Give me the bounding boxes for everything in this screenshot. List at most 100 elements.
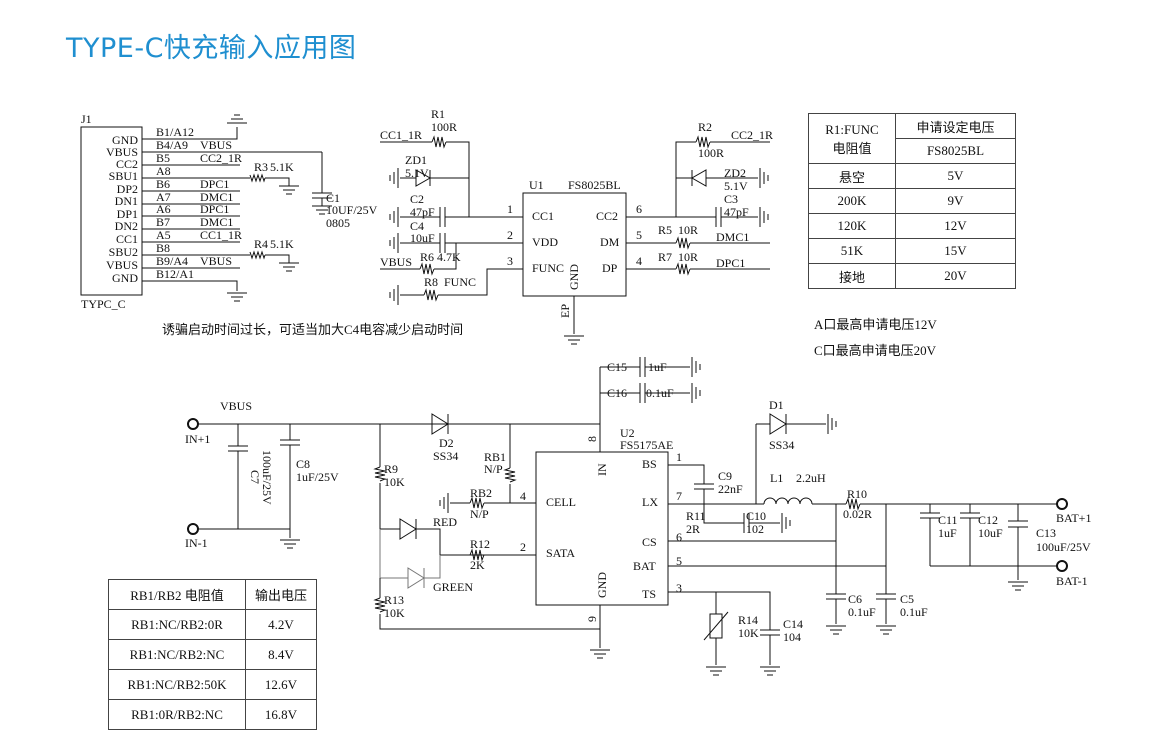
component-label-c1: C1 [326,191,340,205]
component-label-r14: R14 [738,613,758,627]
component-label-u1-dp: DP [602,261,618,275]
component-label-r13: R13 [384,593,404,607]
component-label-u2: U2 [620,426,635,440]
component-label-r12v: 2K [470,558,485,572]
component-label-u1-cc1: CC1 [532,209,554,223]
component-label-u2-sata: SATA [546,546,575,560]
component-label-r3: R3 [254,160,268,174]
table-chip: FS8025BL [895,138,1016,164]
component-label-p-vbus1: VBUS [106,145,138,159]
component-label-c1p: 0805 [326,216,350,230]
component-label-pin3: 3 [507,254,513,268]
component-label-r9: R9 [384,462,398,476]
component-label-r2: R2 [698,120,712,134]
component-label-n-b9a4: B9/A4 [156,254,188,268]
component-label-dpc1: DPC1 [200,177,229,191]
component-label-d2: D2 [439,436,454,450]
component-label-pin3: 3 [676,581,682,595]
table-header-output: 输出电压 [245,579,317,610]
component-label-c9: C9 [718,469,732,483]
component-label-u1p: FS8025BL [568,178,621,192]
component-label-c3v: 47pF [724,205,749,219]
component-label-vbus: VBUS [220,399,252,413]
component-label-cc1-1r: CC1_1R [380,128,422,142]
component-label-c11v: 1uF [938,526,957,540]
component-label-cc2-1r: CC2_1R [731,128,773,142]
table-header-rb: RB1/RB2 电阻值 [108,579,246,610]
component-label-c12v: 10uF [978,526,1003,540]
component-label-n-b12a1: B12/A1 [156,267,194,281]
component-label-d2v: SS34 [433,449,458,463]
typec-label: TYPC_C [81,297,126,311]
component-label-rb1v: N/P [484,462,503,476]
component-label-c1v: 10UF/25V [326,203,378,217]
component-label-red: RED [433,515,457,529]
component-label-l1v: 2.2uH [796,471,826,485]
component-label-p-cc1: CC1 [116,232,138,246]
component-label-ep: EP [558,304,572,318]
component-label-pin7: 7 [676,489,682,503]
component-label-n-b5: B5 [156,151,170,165]
component-label-r10v: 0.02R [843,507,872,521]
component-label-r14v: 10K [738,626,759,640]
fs8025bl-section: U1 FS8025BL CC1 VDD FUNC CC2 DM DP GND E… [380,107,773,345]
component-label-zd2v: 5.1V [724,179,748,193]
component-label-r6v: 4.7K [437,250,461,264]
component-label-c10v: 102 [746,522,764,536]
component-label-n-b8: B8 [156,241,170,255]
component-label-u2-in: IN [595,463,609,476]
component-label-c6: C6 [848,592,862,606]
j1-label: J1 [81,112,92,126]
component-label-c6v: 0.1uF [848,605,876,619]
component-label-u2p: FS5175AE [620,438,673,452]
component-label-c5v: 0.1uF [900,605,928,619]
component-label-cc2-1r: CC2_1R [200,151,242,165]
component-label-n-b4a9: B4/A9 [156,138,188,152]
component-label-u2-bat: BAT [633,559,656,573]
component-label-c8: C8 [296,457,310,471]
table-row: RB1/RB2 电阻值 输出电压 [108,579,317,610]
component-label-c12: C12 [978,513,998,527]
component-label-pin6: 6 [636,202,642,216]
component-label-n-b1a12: B1/A12 [156,125,194,139]
component-label-u1: U1 [529,178,544,192]
component-label-p-sbu1: SBU1 [109,169,138,183]
component-label-c7v: 100uF/25V [260,450,274,505]
component-label-zd1v: 5.1V [405,166,429,180]
component-label-c4v: 10uF [410,231,435,245]
component-label-pin8: 8 [585,436,599,442]
component-label-r4v: 5.1K [270,237,294,251]
component-label-c2v: 47pF [410,205,435,219]
component-label-n-a7: A7 [156,190,171,204]
component-label-green: GREEN [433,580,473,594]
typec-connector: J1 TYPC_C GND VBUS CC2 SBU1 DP2 DN1 DP1 … [80,112,378,311]
component-label-rb2v: N/P [470,507,489,521]
component-label-bat-m: BAT-1 [1056,574,1088,588]
component-label-c10: C10 [746,509,766,523]
component-label-u2-gnd: GND [595,572,609,598]
component-label-c4: C4 [410,219,424,233]
component-label-p-dp1: DP1 [117,207,138,221]
component-label-vbus: VBUS [200,138,232,152]
component-label-c11: C11 [938,513,958,527]
component-label-r7: R7 [658,250,672,264]
component-label-r1: R1 [431,107,445,121]
component-label-vbus: VBUS [200,254,232,268]
component-label-in-p: IN+1 [185,432,210,446]
component-label-zd2: ZD2 [724,166,746,180]
component-label-rb2: RB2 [470,486,492,500]
component-label-r3v: 5.1K [270,160,294,174]
component-label-l1: L1 [770,471,783,485]
component-label-n-a8: A8 [156,164,171,178]
component-label-u1-cc2: CC2 [596,209,618,223]
component-label-dpc1: DPC1 [200,202,229,216]
note-c-port: C口最高申请电压20V [814,343,937,358]
fs5175ae-section: U2 FS5175AE IN CELL SATA GND BS LX CS BA… [185,356,1091,676]
component-label-dmc1: DMC1 [200,190,233,204]
component-label-c2: C2 [410,192,424,206]
component-label-u1-vdd: VDD [532,235,558,249]
